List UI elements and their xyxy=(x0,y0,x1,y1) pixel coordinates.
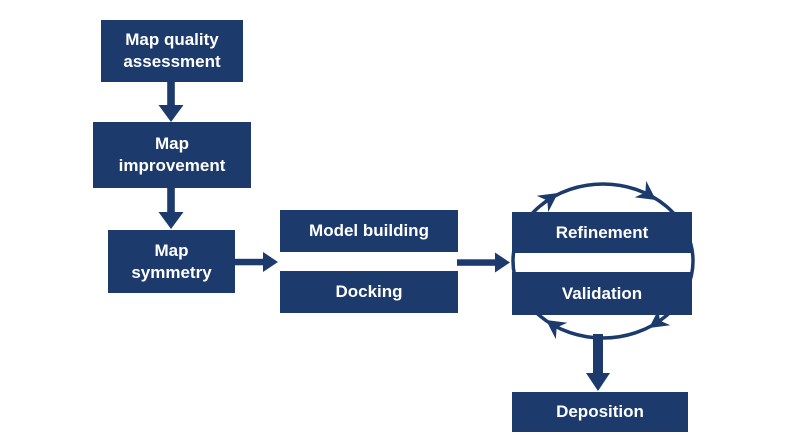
node-label: Map quality assessment xyxy=(123,30,221,71)
arrow-right-modeling-to-refinement-icon xyxy=(457,252,510,273)
node-validation: Validation xyxy=(512,272,692,315)
node-label: Model building xyxy=(309,221,429,241)
node-map-symmetry: Map symmetry xyxy=(108,230,235,293)
node-label: Refinement xyxy=(555,222,649,242)
node-docking: Docking xyxy=(280,271,458,313)
cycle-arrowhead-bottom-right-icon xyxy=(649,308,671,328)
node-label: Deposition xyxy=(556,402,644,422)
node-model-building: Model building xyxy=(280,210,458,252)
node-deposition: Deposition xyxy=(512,392,688,432)
node-map-quality-assessment: Map quality assessment xyxy=(101,20,243,82)
node-label: Docking xyxy=(335,282,403,302)
arrow-down-improvement-to-symmetry-icon xyxy=(158,188,184,229)
node-label: Map symmetry xyxy=(131,240,212,282)
node-label: Validation xyxy=(561,283,643,303)
node-label: Map improvement xyxy=(118,134,226,175)
node-map-improvement: Map improvement xyxy=(93,122,251,188)
node-refinement: Refinement xyxy=(512,212,692,253)
arrow-right-symmetry-to-modeling-icon xyxy=(234,252,278,272)
cycle-arrowhead-top-right-icon xyxy=(634,180,656,200)
cycle-arrowhead-top-left-icon xyxy=(536,193,558,213)
arrow-down-cycle-to-deposition-icon xyxy=(586,334,610,391)
cycle-arrowhead-bottom-left-icon xyxy=(546,320,568,340)
arrow-down-quality-to-improvement-icon xyxy=(158,82,184,122)
